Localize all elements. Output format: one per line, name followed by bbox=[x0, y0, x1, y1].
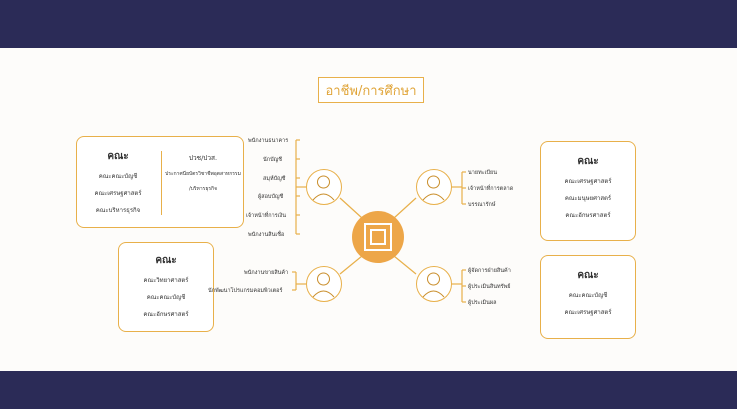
vocational-item: ประกาศนียบัตรวิชาชีพอุตสาหกรรม bbox=[165, 171, 241, 177]
faculty-item: คณะบริหารธุรกิจ bbox=[95, 207, 141, 214]
job-label: นักบัญชี bbox=[263, 157, 283, 163]
faculty-item: คณะเศรษฐศาสตร์ bbox=[94, 190, 142, 197]
job-label: พนักงานสินเชื่อ bbox=[248, 232, 285, 238]
faculty-item: คณะอักษรศาสตร์ bbox=[143, 311, 189, 318]
job-label: ผู้สอบบัญชี bbox=[258, 194, 284, 200]
faculty-item: คณะเศรษฐศาสตร์ bbox=[564, 178, 612, 185]
bottom-band bbox=[0, 371, 737, 409]
person-avatar-icon bbox=[416, 169, 452, 205]
faculty-item: คณะมนุษยศาสตร์ bbox=[564, 195, 612, 202]
job-label: บรรณารักษ์ bbox=[468, 202, 496, 208]
vocational-heading: ปวช/ปวส. bbox=[188, 154, 218, 162]
diagram-title: อาชีพ/การศึกษา bbox=[318, 77, 424, 103]
job-label: เจ้าหน้าที่การเงิน bbox=[246, 213, 286, 219]
top-band bbox=[0, 0, 737, 48]
job-label: ผู้ประเมินผล bbox=[468, 300, 497, 306]
faculty-box-top-right: คณะ คณะเศรษฐศาสตร์ คณะมนุษยศาสตร์ คณะอัก… bbox=[540, 141, 636, 241]
faculty-box-bottom-right: คณะ คณะคณะบัญชี คณะเศรษฐศาสตร์ bbox=[540, 255, 636, 339]
faculty-item: คณะคณะบัญชี bbox=[146, 294, 186, 301]
job-label: เจ้าหน้าที่การตลาด bbox=[468, 186, 514, 192]
faculty-heading: คณะ bbox=[577, 156, 599, 167]
faculty-item: คณะอักษรศาสตร์ bbox=[565, 212, 611, 219]
person-avatar-icon bbox=[416, 266, 452, 302]
box-divider bbox=[161, 151, 162, 215]
person-avatar-icon bbox=[306, 169, 342, 205]
faculty-item: คณะคณะบัญชี bbox=[98, 173, 138, 180]
faculty-heading: คณะ bbox=[577, 270, 599, 281]
job-label: ผู้ประเมินสินทรัพย์ bbox=[468, 284, 511, 290]
job-label: ผู้จัดการฝ่ายสินค้า bbox=[468, 268, 511, 274]
faculty-item: คณะวิทยาศาสตร์ bbox=[143, 277, 189, 284]
faculty-item: คณะเศรษฐศาสตร์ bbox=[564, 309, 612, 316]
job-label: พนักงานขายสินค้า bbox=[244, 270, 289, 276]
faculty-heading: คณะ bbox=[155, 255, 177, 266]
job-label: สมุห์บัญชี bbox=[263, 176, 286, 182]
job-label: พนักงานธนาคาร bbox=[248, 138, 289, 144]
faculty-item: คณะคณะบัญชี bbox=[568, 292, 608, 299]
faculty-heading: คณะ bbox=[107, 151, 129, 162]
job-label: นักพัฒนาโปรแกรมคอมพิวเตอร์ bbox=[208, 288, 283, 294]
person-avatar-icon bbox=[306, 266, 342, 302]
job-label: นายทะเบียน bbox=[468, 170, 498, 176]
faculty-box-bottom-left: คณะ คณะวิทยาศาสตร์ คณะคณะบัญชี คณะอักษรศ… bbox=[118, 242, 214, 332]
center-hub-icon bbox=[352, 211, 404, 263]
faculty-box-top-left: คณะ คณะคณะบัญชี คณะเศรษฐศาสตร์ คณะบริหาร… bbox=[76, 136, 244, 228]
vocational-item: /บริหารธุรกิจ bbox=[188, 186, 218, 192]
